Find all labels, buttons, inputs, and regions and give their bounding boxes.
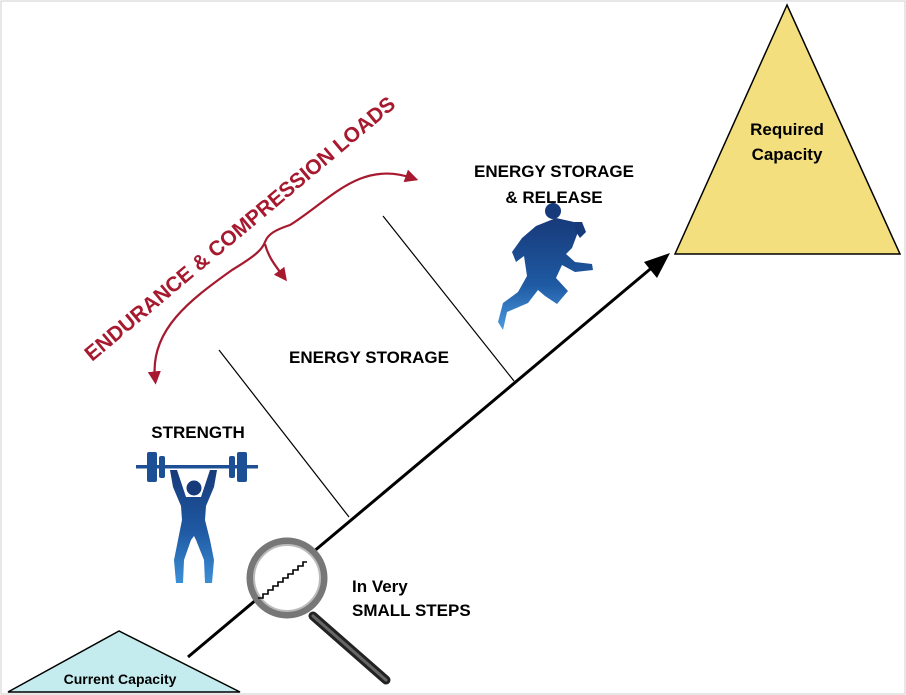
small-steps-label-2: SMALL STEPS bbox=[352, 601, 471, 620]
energy-storage-release-label-2: & RELEASE bbox=[505, 188, 602, 207]
energy-storage-label: ENERGY STORAGE bbox=[289, 348, 449, 367]
endurance-compression-label: ENDURANCE & COMPRESSION LOADS bbox=[80, 92, 400, 365]
required-capacity-triangle: Required Capacity bbox=[673, 3, 902, 255]
current-capacity-triangle: Current Capacity bbox=[7, 630, 241, 693]
small-steps-label-1: In Very bbox=[352, 577, 408, 596]
red-double-arrow bbox=[147, 169, 419, 385]
weightlifter-icon bbox=[136, 452, 258, 583]
strength-label: STRENGTH bbox=[151, 423, 245, 442]
current-capacity-label: Current Capacity bbox=[64, 671, 177, 687]
magnifying-glass-icon bbox=[246, 537, 391, 685]
required-capacity-label-2: Capacity bbox=[752, 145, 823, 164]
energy-storage-release-label-1: ENERGY STORAGE bbox=[474, 162, 634, 181]
required-capacity-label-1: Required bbox=[750, 120, 824, 139]
runner-icon bbox=[498, 203, 593, 330]
